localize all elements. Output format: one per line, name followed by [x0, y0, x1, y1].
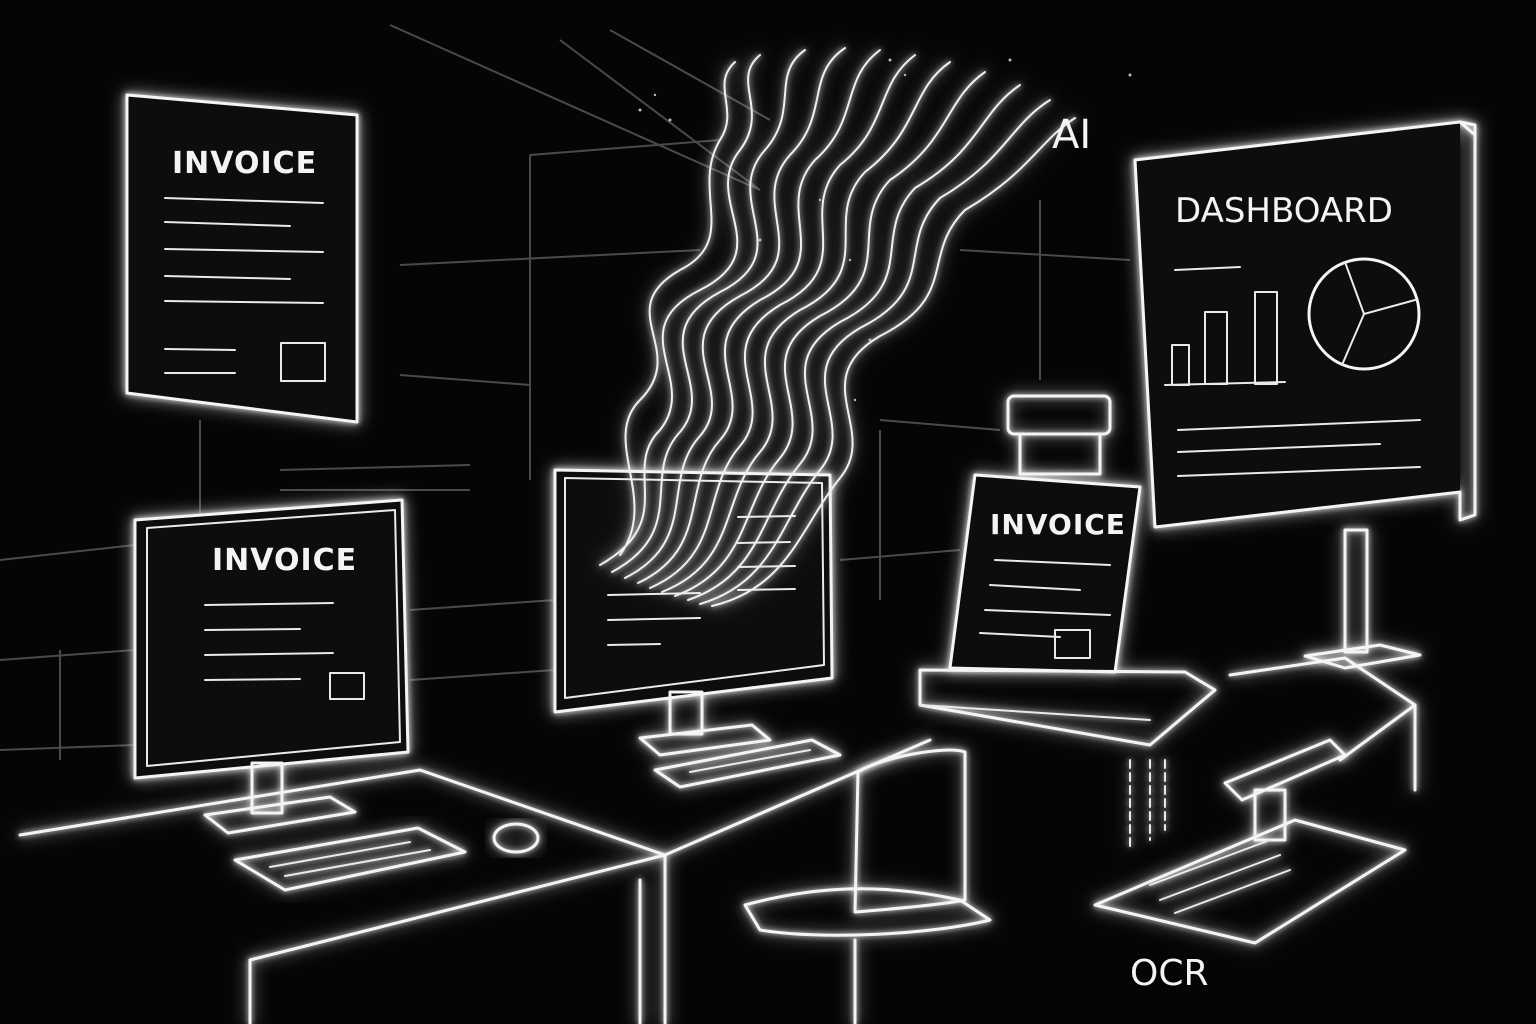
ai-label: AI — [1052, 112, 1091, 158]
desk-left — [18, 738, 932, 1024]
ocr-scanner — [1093, 738, 1407, 945]
dashboard-title: DASHBOARD — [1175, 191, 1393, 231]
wall-lines — [0, 24, 1131, 760]
monitor-left-invoice-title: INVOICE — [212, 543, 357, 578]
ocr-label: OCR — [1130, 953, 1209, 994]
invoice-poster — [125, 93, 359, 424]
office-chair — [743, 748, 992, 1024]
poster-invoice-title: INVOICE — [172, 146, 317, 181]
invoice-poster-box-icon — [280, 342, 326, 382]
monitor-left — [133, 498, 410, 835]
dashboard-board — [1133, 120, 1477, 670]
ai-sparkles — [638, 58, 1132, 402]
scanner-stand — [918, 394, 1217, 851]
pie-chart-icon — [1307, 257, 1421, 371]
scanner-invoice-title: INVOICE — [990, 508, 1126, 541]
ai-data-flow — [599, 47, 1076, 607]
keyboard-left — [233, 826, 467, 892]
bar-chart-icon — [1164, 291, 1286, 386]
table-right — [1228, 656, 1417, 792]
mouse — [492, 822, 540, 854]
